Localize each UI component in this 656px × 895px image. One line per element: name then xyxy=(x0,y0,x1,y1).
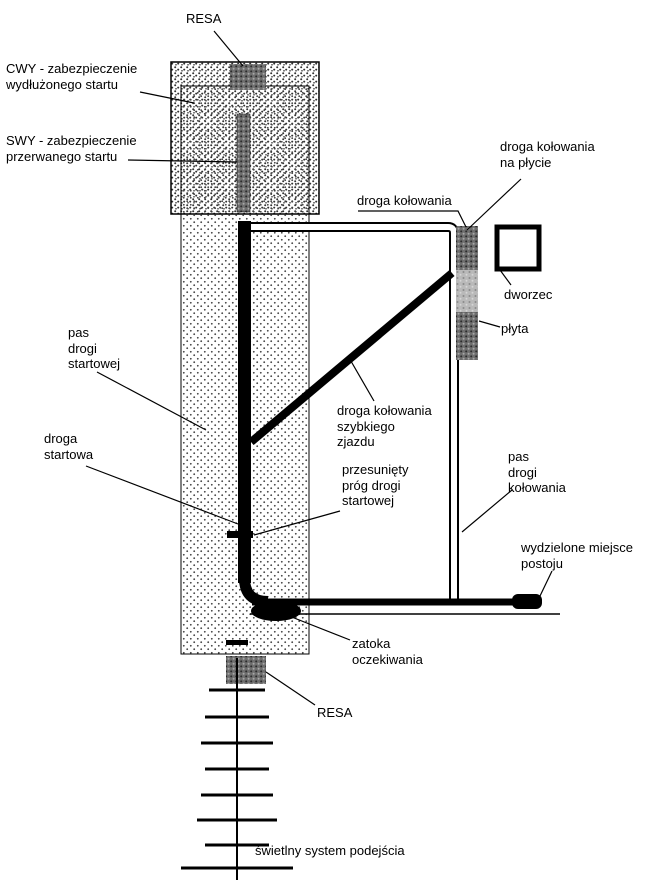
apron-taxiway-area xyxy=(456,226,478,270)
terminal-square xyxy=(494,224,542,272)
label-displaced-threshold: przesunięty próg drogi startowej xyxy=(342,462,409,509)
label-runway: droga startowa xyxy=(44,431,94,462)
label-rapid-exit-taxiway: droga kołowania szybkiego zjazdu xyxy=(337,403,432,450)
label-approach-lighting: świetlny system podejścia xyxy=(255,843,405,858)
displaced-threshold-mark xyxy=(227,531,253,538)
taxiway-inner xyxy=(250,224,457,601)
label-swy: SWY - zabezpieczenie przerwanego startu xyxy=(6,133,137,164)
label-taxiway-on-apron: droga kołowania na płycie xyxy=(500,139,595,170)
label-taxiway: droga kołowania xyxy=(357,193,452,208)
resa-bottom-marker xyxy=(226,656,266,684)
runway-turn xyxy=(239,577,269,607)
apron-area-lower xyxy=(456,312,478,360)
rapid-exit-taxiway-line xyxy=(248,269,455,446)
parking-stand-marker xyxy=(512,594,542,609)
approach-light-bars xyxy=(181,688,293,870)
label-resa-top: RESA xyxy=(186,11,222,26)
label-taxiway-strip: pas drogi kołowania xyxy=(508,449,566,496)
swy-marker xyxy=(236,113,251,213)
holding-position-mark xyxy=(226,640,248,645)
resa-top-marker xyxy=(230,64,266,90)
label-holding-bay: zatoka oczekiwania xyxy=(352,636,423,667)
label-isolated-parking: wydzielone miejsce postoju xyxy=(521,540,633,571)
label-runway-strip: pas drogi startowej xyxy=(68,325,121,372)
label-resa-bottom: RESA xyxy=(317,705,353,720)
label-cwy: CWY - zabezpieczenie wydłużonego startu xyxy=(6,61,138,92)
leader-lines xyxy=(85,30,553,706)
label-terminal: dworzec xyxy=(504,287,553,302)
label-apron: płyta xyxy=(501,321,529,336)
